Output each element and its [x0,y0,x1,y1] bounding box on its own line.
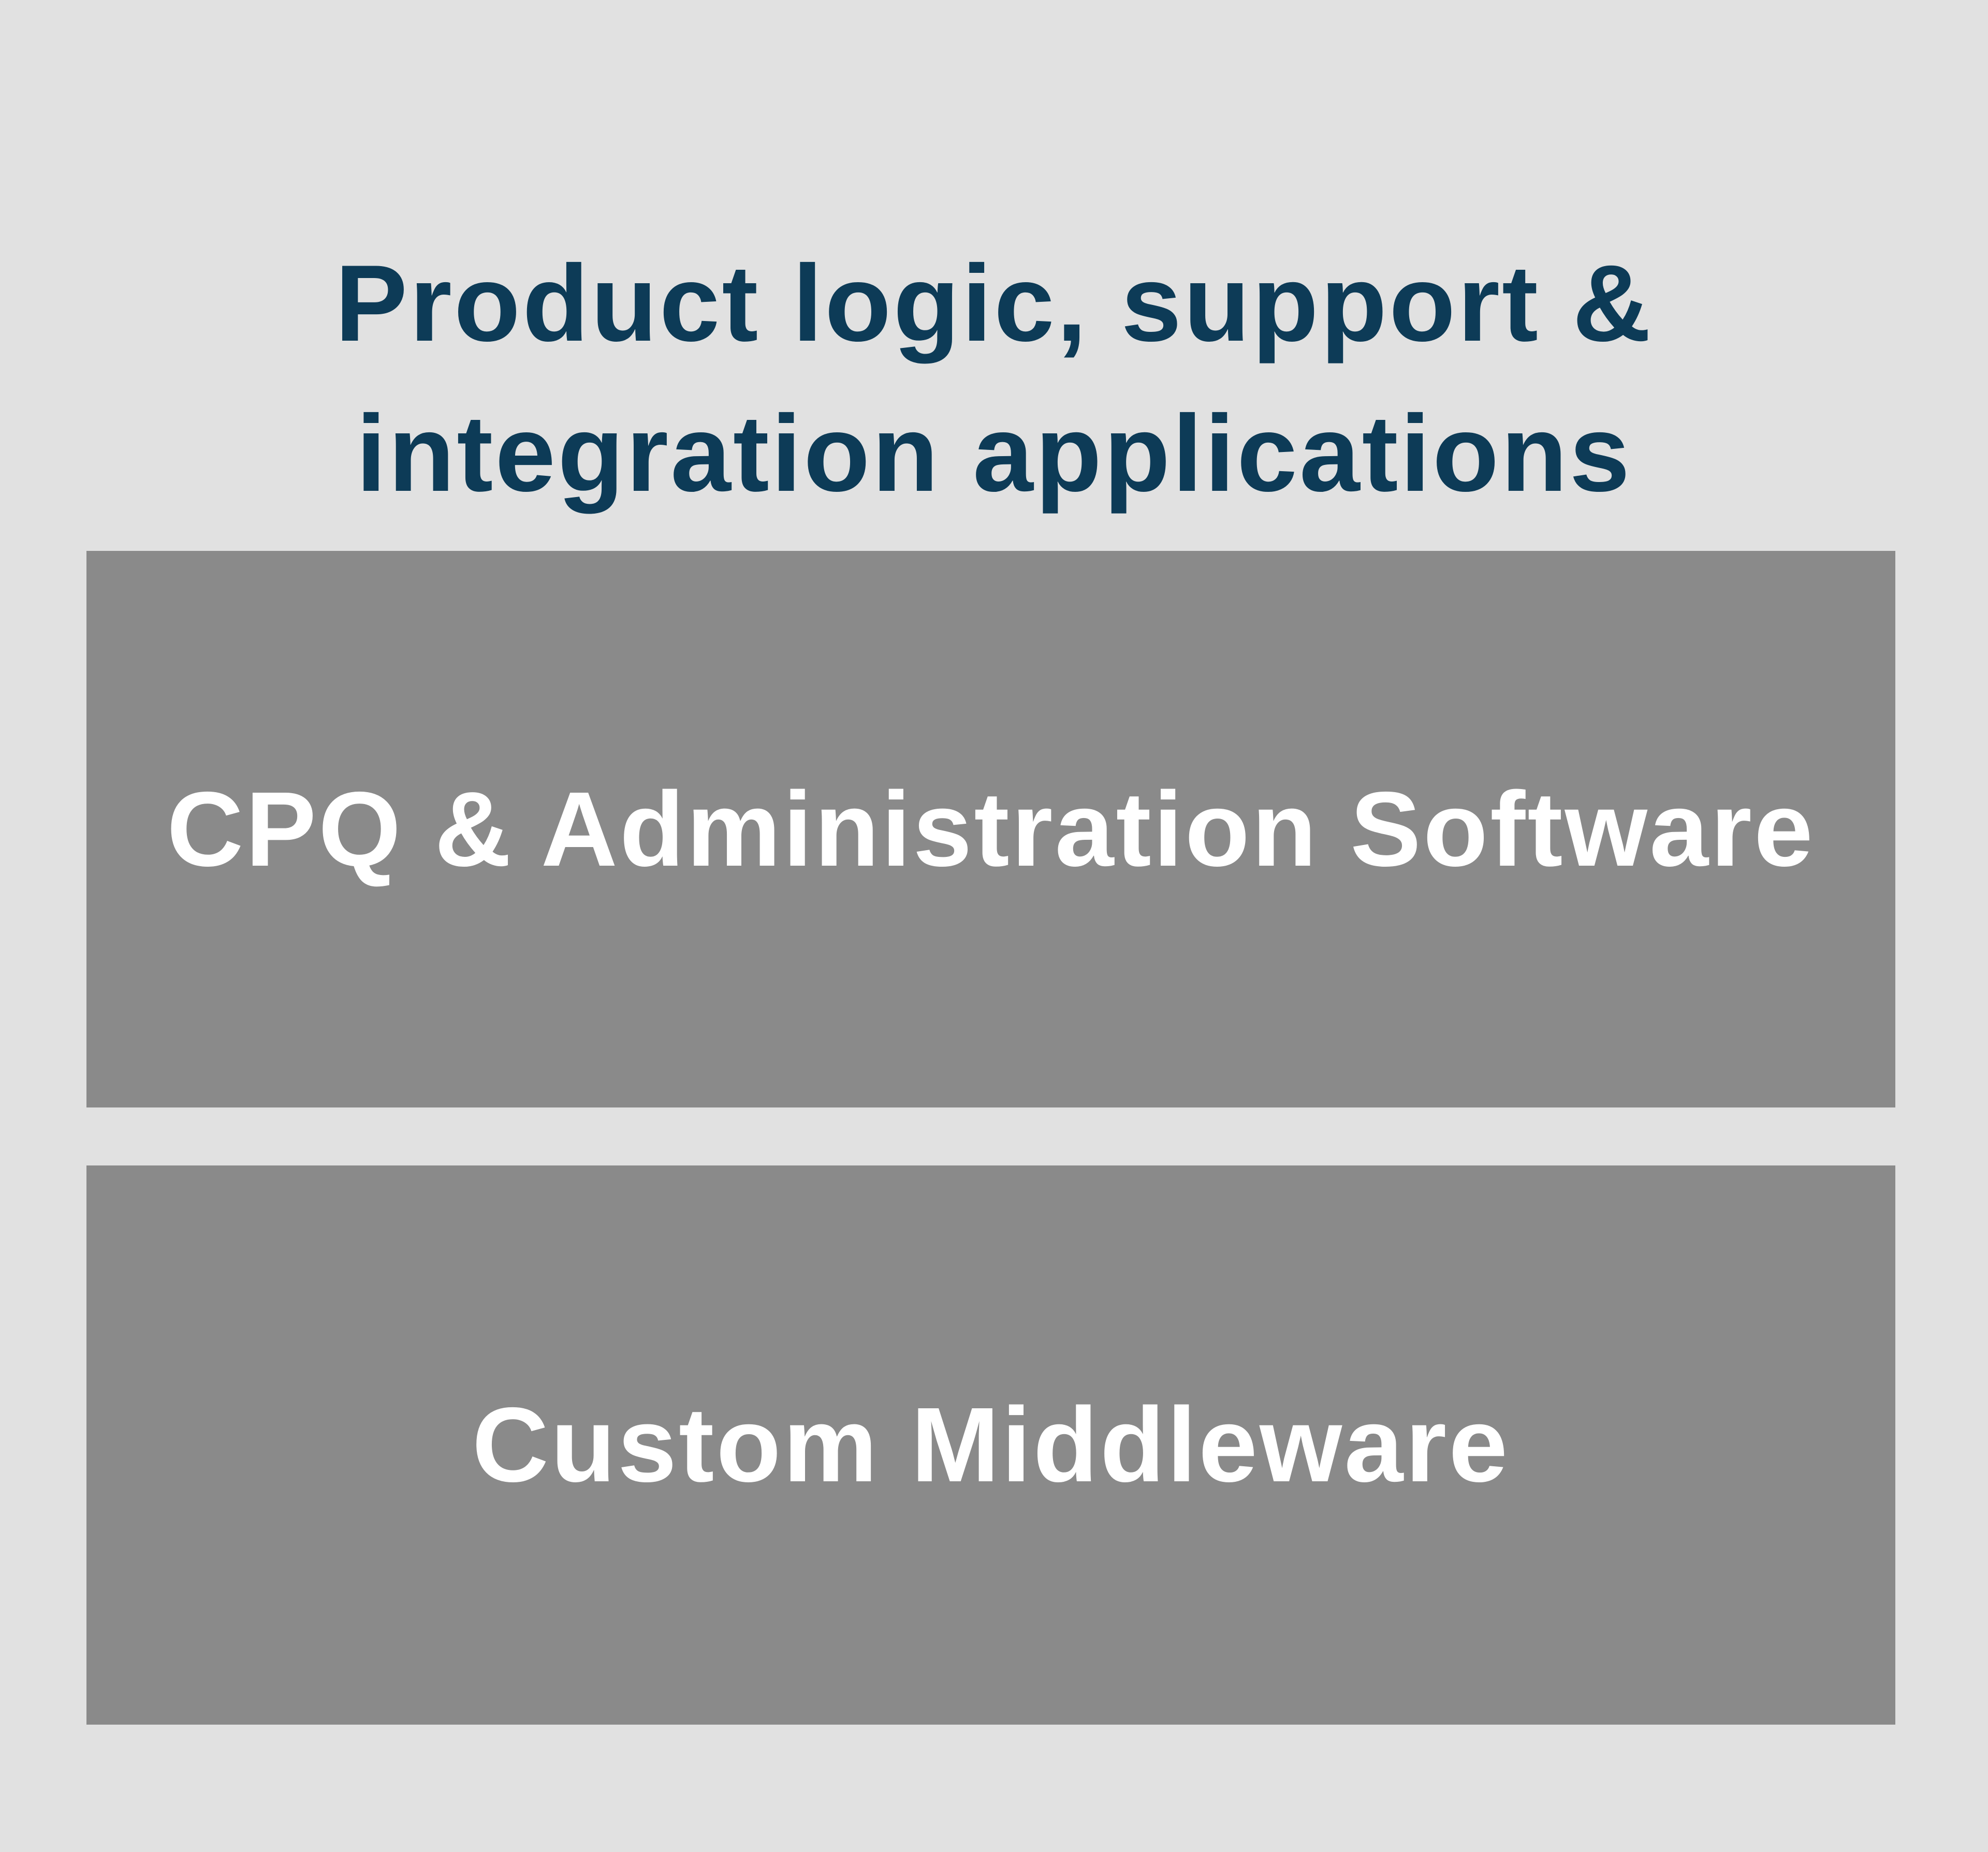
layer-cpq-administration-software: CPQ & Administration Software [86,551,1895,1107]
diagram-title-line-2: integration applications [356,392,1632,514]
layer-cpq-administration-software-label: CPQ & Administration Software [167,769,1815,888]
layer-custom-middleware: Custom Middleware [86,1165,1895,1725]
layer-custom-middleware-label: Custom Middleware [472,1386,1510,1504]
diagram-title-line-1: Product logic, support & [335,242,1653,364]
diagram-title: Product logic, support & integration app… [0,228,1988,529]
